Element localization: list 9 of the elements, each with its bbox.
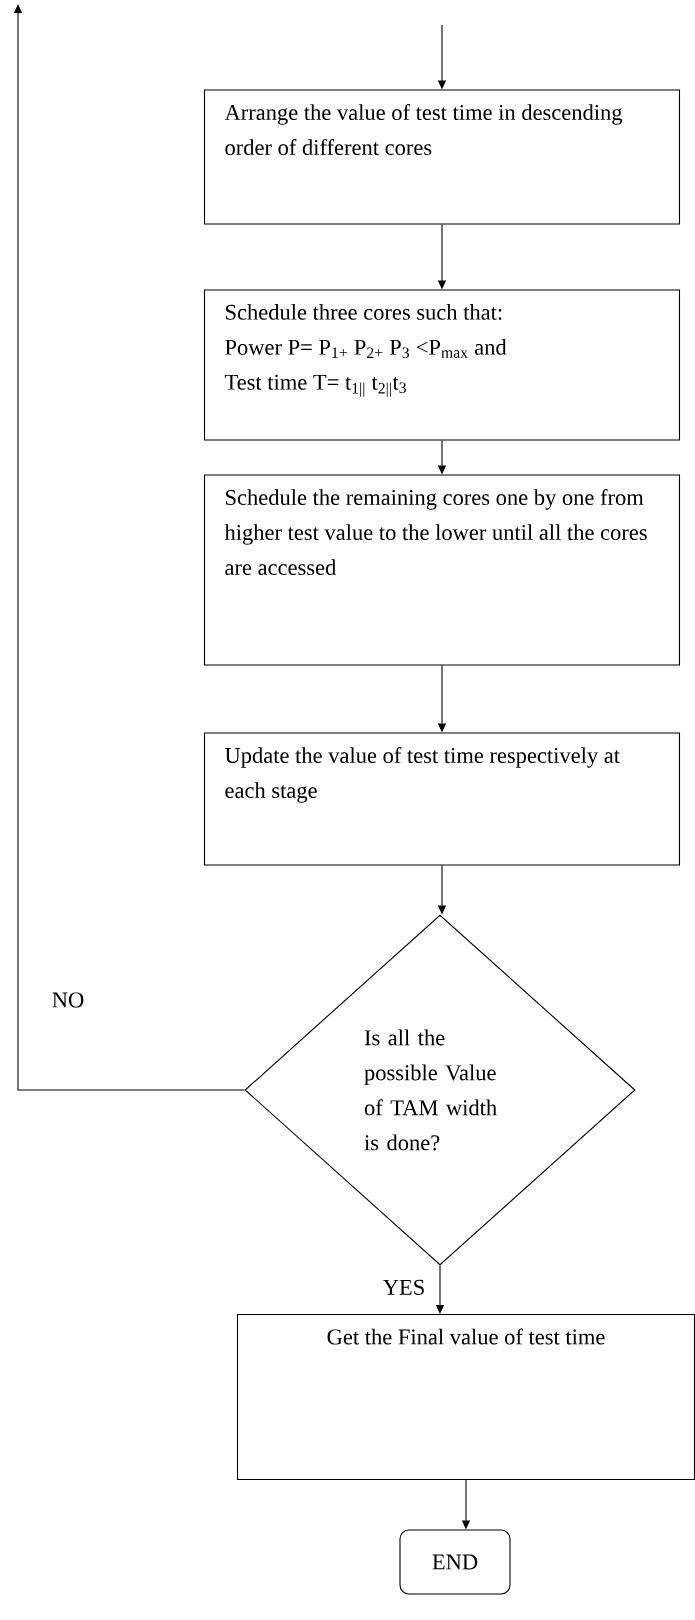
arrow: [13, 4, 245, 1091]
process-box: Update the value of test time respectively at each stage: [203, 732, 681, 866]
edge-label: YES: [380, 1277, 428, 1297]
process-box: Get the Final value of test time: [236, 1313, 695, 1481]
terminal-box: END: [399, 1529, 511, 1595]
process-box: Schedule the remaining cores one by one from higher test value to the lower until all the cores are accessed: [203, 474, 681, 666]
process-box: Arrange the value of test time in descending order of different cores: [203, 89, 681, 225]
edge-label: NO: [49, 990, 87, 1010]
process-box: Schedule three cores such that: Power P= P$_{1+}$ P$_{2+}$ P$_{3}$ <P$_{max}$ and Test time T= t$_{1||}$ t$_{2||}$t$_{3}$: [203, 289, 681, 441]
